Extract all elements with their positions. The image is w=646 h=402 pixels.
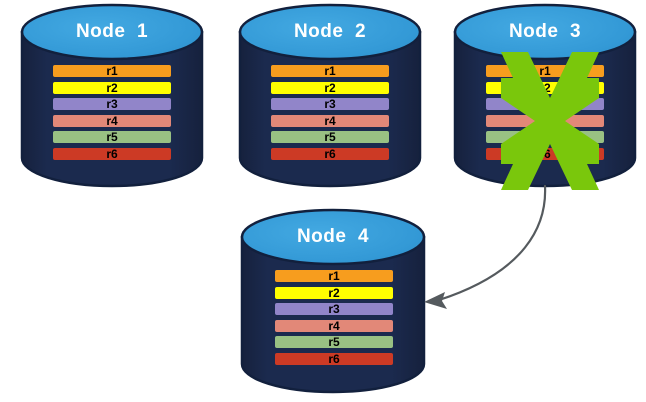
node-3-rows: r1 r2 r3 r4 r5 r6 [485,64,605,161]
node-1-row-r4[interactable]: r4 [52,113,172,128]
node-4-row-r6[interactable]: r6 [274,351,394,366]
node-4-row-r3[interactable]: r3 [274,302,394,316]
row-label: r2 [539,80,551,95]
row-label: r5 [106,130,118,144]
node-3-row-r6[interactable]: r6 [485,146,605,161]
node-3-row-r4[interactable]: r4 [485,113,605,128]
node-1-row-r1[interactable]: r1 [52,64,172,78]
node-3-row-r5[interactable]: r5 [485,130,605,144]
node-3-row-r1[interactable]: r1 [485,64,605,78]
node-3[interactable]: Node 3 r1 r2 r3 r4 r5 r6 [453,3,637,190]
row-label: r6 [328,351,340,366]
node-1[interactable]: Node 1 r1 r2 r3 r4 r5 r6 [20,3,204,188]
row-label: r4 [106,113,118,128]
node-2-row-r3[interactable]: r3 [270,97,390,111]
node-4-row-r1[interactable]: r1 [274,269,394,283]
row-label: r4 [539,113,551,128]
row-label: r4 [328,318,340,333]
node-2-row-r1[interactable]: r1 [270,64,390,78]
node-1-row-r2[interactable]: r2 [52,80,172,95]
row-label: r5 [324,130,336,144]
node-3-row-r3[interactable]: r3 [485,97,605,111]
node-4-rows: r1 r2 r3 r4 r5 r6 [274,269,394,366]
node-4-row-r5[interactable]: r5 [274,335,394,349]
node-2-row-r4[interactable]: r4 [270,113,390,128]
row-label: r3 [328,302,340,316]
node-2-row-r6[interactable]: r6 [270,146,390,161]
node-3-row-r2[interactable]: r2 [485,80,605,95]
row-label: r1 [324,64,336,78]
node-2-rows: r1 r2 r3 r4 r5 r6 [270,64,390,161]
node-4-row-r2[interactable]: r2 [274,285,394,300]
row-label: r1 [328,269,340,283]
node-4[interactable]: Node 4 r1 r2 r3 r4 r5 r6 [240,208,426,394]
row-label: r1 [106,64,118,78]
row-label: r6 [106,146,118,161]
row-label: r6 [539,146,551,161]
row-label: r3 [106,97,118,111]
node3-to-node4-arrow [424,184,547,309]
row-label: r3 [539,97,551,111]
node-1-row-r5[interactable]: r5 [52,130,172,144]
node-2-row-r5[interactable]: r5 [270,130,390,144]
row-label: r5 [328,335,340,349]
node-1-row-r3[interactable]: r3 [52,97,172,111]
row-label: r4 [324,113,336,128]
row-label: r6 [324,146,336,161]
node-4-row-r4[interactable]: r4 [274,318,394,333]
row-label: r2 [328,285,340,300]
node-2-row-r2[interactable]: r2 [270,80,390,95]
row-label: r1 [539,64,551,78]
node-2[interactable]: Node 2 r1 r2 r3 r4 r5 r6 [238,3,422,188]
row-label: r2 [324,80,336,95]
row-label: r5 [539,130,551,144]
node-1-rows: r1 r2 r3 r4 r5 r6 [52,64,172,161]
row-label: r2 [106,80,118,95]
row-label: r3 [324,97,336,111]
node-1-row-r6[interactable]: r6 [52,146,172,161]
